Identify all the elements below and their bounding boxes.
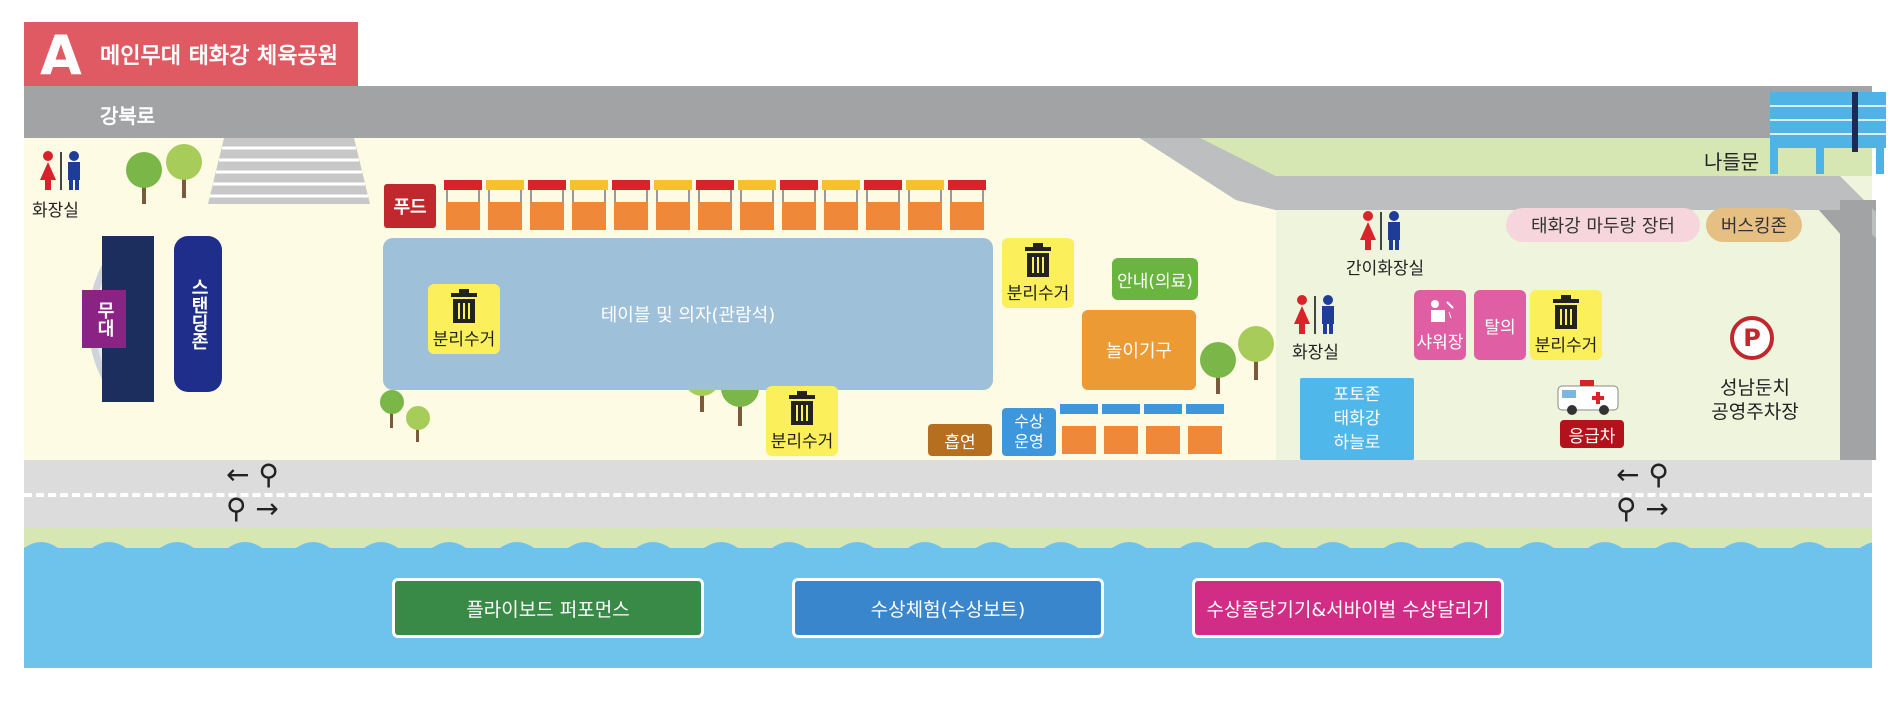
standing-zone: 스탠딩존 <box>174 236 222 392</box>
gate-label: 나들문 <box>1704 150 1760 174</box>
stairs-icon <box>208 138 370 204</box>
water-ops: 수상운영 <box>1002 408 1056 456</box>
zone-title: 메인무대 태화강 체육공원 <box>100 44 338 69</box>
zone-letter: A <box>40 24 82 87</box>
restroom-icon <box>1294 295 1334 334</box>
water-stall-icon <box>1144 404 1182 454</box>
top-road <box>24 86 1872 138</box>
food-stall-icon <box>864 180 902 230</box>
zone-title-box <box>24 22 358 86</box>
bike-arrow-right-icon: ⚲ → <box>1616 492 1669 525</box>
food-label: 푸드 <box>384 184 436 228</box>
recycle-label: 분리수거 <box>432 329 496 350</box>
photo-zone-line1: 포토존 <box>1333 385 1381 405</box>
recycle-station: 분리수거 <box>428 284 500 354</box>
busking-zone: 버스킹존 <box>1706 208 1802 242</box>
recycle-label: 분리수거 <box>770 431 834 452</box>
tree-icon <box>380 390 430 442</box>
photo-zone-line2: 태화강 <box>1333 409 1381 429</box>
food-stall-icon <box>444 180 482 230</box>
changing-room: 탈의 <box>1474 290 1526 360</box>
program-water-tug: 수상줄당기기&서바이벌 수상달리기 <box>1192 578 1504 638</box>
info-medical: 안내(의료) <box>1112 258 1198 300</box>
food-stall-icon <box>528 180 566 230</box>
parking-line1: 성남둔치 <box>1720 377 1790 399</box>
food-stall-icon <box>948 180 986 230</box>
recycle-station: 분리수거 <box>1002 238 1074 308</box>
main-stage: 무대 <box>82 290 126 348</box>
trash-icon <box>1553 294 1579 329</box>
shower-label: 샤워장 <box>1416 332 1464 353</box>
food-stall-icon <box>738 180 776 230</box>
trash-icon <box>1025 242 1051 277</box>
restroom-icon <box>40 151 80 190</box>
market-label: 태화강 마두랑 장터 <box>1506 208 1700 242</box>
program-flyboard: 플라이보드 퍼포먼스 <box>392 578 704 638</box>
food-stall-icon <box>696 180 734 230</box>
main-stage-label: 무대 <box>94 301 115 337</box>
tree-icon <box>126 144 202 204</box>
parking-line2: 공영주차장 <box>1711 401 1799 423</box>
temp-restroom-label: 간이화장실 <box>1346 259 1425 279</box>
recycle-label: 분리수거 <box>1006 283 1070 304</box>
wave-pattern <box>24 542 1872 560</box>
shower-icon <box>1431 299 1454 322</box>
bike-arrow-left-icon: ← ⚲ <box>1616 458 1669 491</box>
restroom-icon <box>1360 211 1400 250</box>
play-rides: 놀이기구 <box>1082 310 1196 390</box>
food-stall-icon <box>822 180 860 230</box>
water-stall-icon <box>1102 404 1140 454</box>
recycle-label: 분리수거 <box>1534 335 1598 356</box>
food-stall-icon <box>780 180 818 230</box>
parking-icon: P <box>1730 316 1774 360</box>
bike-lane-divider <box>24 493 1872 497</box>
water-stalls <box>1060 404 1224 454</box>
restroom-label-right: 화장실 <box>1292 343 1339 363</box>
food-stall-icon <box>654 180 692 230</box>
seating-label: 테이블 및 의자(관람석) <box>600 305 776 326</box>
water-stall-icon <box>1060 404 1098 454</box>
ambulance-label: 응급차 <box>1560 420 1624 448</box>
food-stall-icon <box>486 180 524 230</box>
photo-zone: 포토존 태화강 하늘로 <box>1300 378 1414 460</box>
photo-zone-text: 포토존 태화강 하늘로 <box>1334 383 1381 455</box>
water-ops-label: 수상운영 <box>1014 412 1044 451</box>
bike-arrow-right-icon: ⚲ → <box>226 492 279 525</box>
recycle-station: 분리수거 <box>1530 290 1602 360</box>
restroom-label-left: 화장실 <box>32 201 79 221</box>
trash-icon <box>789 390 815 425</box>
ambulance-icon <box>1557 380 1619 415</box>
recycle-station: 분리수거 <box>766 386 838 456</box>
shower-room: 샤워장 <box>1414 290 1466 360</box>
riverbank-grass <box>24 528 1872 548</box>
smoking-area: 흡연 <box>928 424 992 456</box>
tree-icon <box>1200 326 1274 394</box>
standing-zone-label: 스탠딩존 <box>188 278 209 350</box>
food-stall-icon <box>906 180 944 230</box>
food-stalls <box>444 180 986 230</box>
trash-icon <box>451 288 477 323</box>
food-stall-icon <box>570 180 608 230</box>
bike-arrow-left-icon: ← ⚲ <box>226 458 279 491</box>
gate-bridge-icon <box>1770 92 1886 174</box>
program-water-boat: 수상체험(수상보트) <box>792 578 1104 638</box>
parking-label: 성남둔치 공영주차장 <box>1690 376 1820 424</box>
water-stall-icon <box>1186 404 1224 454</box>
road-name: 강북로 <box>100 104 156 128</box>
food-stall-icon <box>612 180 650 230</box>
photo-zone-line3: 하늘로 <box>1333 433 1381 453</box>
